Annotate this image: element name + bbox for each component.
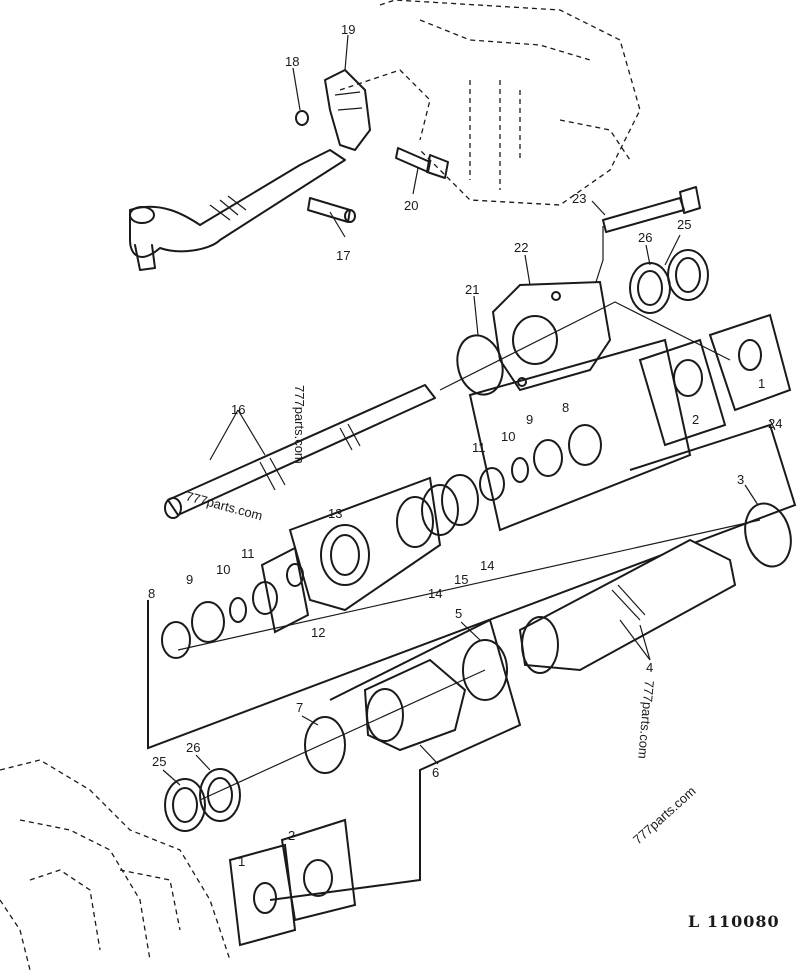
mounting-bolt bbox=[595, 186, 701, 283]
piston-seal-frame bbox=[288, 476, 442, 612]
callout-17: 17 bbox=[336, 248, 350, 263]
axis-line-main bbox=[177, 519, 761, 651]
callout-2-low: 2 bbox=[288, 828, 295, 843]
callout-8-top: 8 bbox=[562, 400, 569, 415]
callout-9-low: 9 bbox=[186, 572, 193, 587]
ring-2-top bbox=[673, 359, 703, 397]
ring-2-bottom bbox=[303, 859, 333, 897]
clamp-bolt bbox=[395, 147, 449, 179]
tie-rod-assembly bbox=[129, 149, 346, 271]
callout-25-top: 25 bbox=[677, 217, 691, 232]
anchor-bracket bbox=[491, 280, 612, 392]
callout-8-low: 8 bbox=[148, 586, 155, 601]
axis-line-top bbox=[439, 301, 731, 391]
callout-20: 20 bbox=[404, 198, 418, 213]
o-ring-7 bbox=[304, 716, 346, 774]
watermark-1: 777parts.com bbox=[292, 385, 307, 464]
seal-ring-3 bbox=[744, 502, 792, 568]
snap-ring-12 bbox=[286, 563, 304, 587]
figure-reference-code: L 110080 bbox=[688, 912, 780, 931]
piston-seals bbox=[320, 474, 479, 586]
callout-19: 19 bbox=[341, 22, 355, 37]
snap-ring-frame bbox=[260, 546, 310, 634]
tractor-frame-bottom-outline bbox=[0, 759, 231, 971]
gland-frame bbox=[269, 618, 522, 901]
callout-26-low: 26 bbox=[186, 740, 200, 755]
ring-1-top bbox=[738, 339, 762, 371]
clamp-nut bbox=[295, 110, 309, 126]
callout-1-top: 1 bbox=[758, 376, 765, 391]
ring-frame-top-2 bbox=[638, 338, 727, 447]
axis-line-lower bbox=[199, 669, 486, 801]
callout-9-top: 9 bbox=[526, 412, 533, 427]
packing-group-lower bbox=[161, 581, 278, 659]
watermark-3: 777parts.com bbox=[635, 680, 657, 760]
ring-frame-bottom-1 bbox=[228, 843, 297, 947]
callout-11-top: 11 bbox=[472, 440, 486, 455]
o-ring-5 bbox=[462, 639, 508, 701]
callout-22: 22 bbox=[514, 240, 528, 255]
piston-rod bbox=[164, 384, 436, 519]
callout-14-b: 14 bbox=[480, 558, 494, 573]
cylinder-gland bbox=[363, 658, 467, 752]
callout-leaders bbox=[162, 34, 776, 786]
callout-16: 16 bbox=[231, 402, 245, 417]
cylinder-frame bbox=[147, 423, 797, 750]
callout-6: 6 bbox=[432, 765, 439, 780]
callout-4: 4 bbox=[646, 660, 653, 675]
watermark-4: 777parts.com bbox=[630, 783, 699, 847]
callout-14-a: 14 bbox=[428, 586, 442, 601]
callout-23: 23 bbox=[572, 191, 586, 206]
callout-2-top: 2 bbox=[692, 412, 699, 427]
callout-24: 24 bbox=[768, 416, 782, 431]
callout-26-top: 26 bbox=[638, 230, 652, 245]
steering-clamp bbox=[324, 69, 371, 151]
seal-assembly-top bbox=[629, 249, 709, 314]
callout-15: 15 bbox=[454, 572, 468, 587]
roll-pin bbox=[307, 197, 356, 223]
callout-18: 18 bbox=[285, 54, 299, 69]
callout-11-low: 11 bbox=[241, 546, 255, 561]
seal-assembly-bottom bbox=[164, 768, 241, 832]
ring-1-bottom bbox=[253, 882, 277, 914]
callout-13: 13 bbox=[328, 506, 342, 521]
callout-5: 5 bbox=[455, 606, 462, 621]
tractor-frame-top-outline bbox=[339, 0, 641, 206]
callout-1-low: 1 bbox=[238, 854, 245, 869]
callout-21: 21 bbox=[465, 282, 479, 297]
ring-frame-top-1 bbox=[708, 313, 792, 412]
callout-10-top: 10 bbox=[501, 429, 515, 444]
packing-group-upper bbox=[479, 424, 602, 501]
callout-12: 12 bbox=[311, 625, 325, 640]
packing-frame-upper bbox=[468, 338, 692, 532]
callout-10-low: 10 bbox=[216, 562, 230, 577]
callout-25-low: 25 bbox=[152, 754, 166, 769]
callout-3: 3 bbox=[737, 472, 744, 487]
callout-7: 7 bbox=[296, 700, 303, 715]
cylinder-barrel bbox=[518, 538, 737, 674]
